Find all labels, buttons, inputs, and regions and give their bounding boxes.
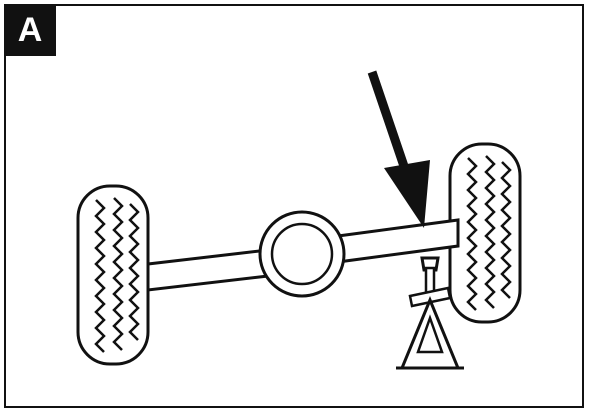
jack-stand-icon <box>396 256 464 370</box>
down-arrow-icon <box>367 70 430 228</box>
right-tire-icon <box>448 142 522 324</box>
panel-label: A <box>4 4 56 56</box>
axle-housing <box>146 210 460 298</box>
left-tire-icon <box>76 184 150 366</box>
